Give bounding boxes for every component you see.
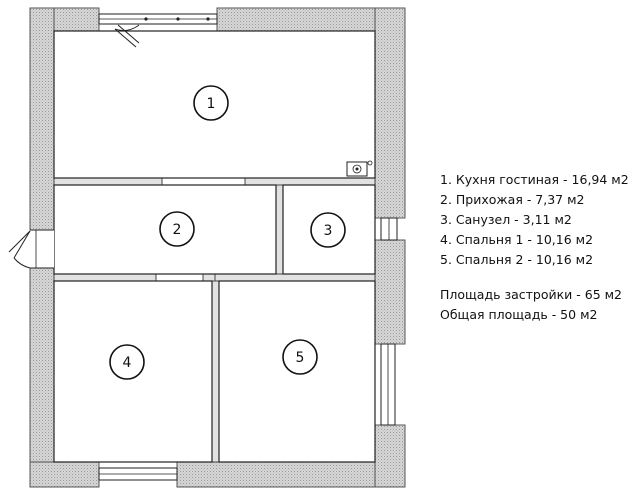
partition-vert-hall-wc <box>275 184 284 278</box>
wall-left-lower <box>29 267 55 488</box>
partition-row2-left <box>53 273 157 282</box>
entrance-door <box>8 229 54 269</box>
partition-row1-left <box>53 177 163 186</box>
wall-right-2 <box>374 239 406 345</box>
room-marker-3: 3 <box>310 212 346 248</box>
wall-bottom-right <box>176 461 406 488</box>
room-marker-4: 4 <box>109 344 145 380</box>
legend-room-2: 2. Прихожая - 7,37 м2 <box>440 192 585 207</box>
legend-room-3: 3. Санузел - 3,11 м2 <box>440 212 572 227</box>
room-legend: 1. Кухня гостиная - 16,94 м2 2. Прихожая… <box>440 170 629 325</box>
wall-left-upper <box>29 7 55 231</box>
room-number: 4 <box>123 355 132 371</box>
wall-right-3 <box>374 424 406 488</box>
room-marker-1: 1 <box>193 85 229 121</box>
partition-row2-right <box>214 273 376 282</box>
room-3-outline <box>282 184 376 275</box>
legend-room-4: 4. Спальня 1 - 10,16 м2 <box>440 232 594 247</box>
room-5-outline <box>218 280 376 463</box>
legend-room-1: 1. Кухня гостиная - 16,94 м2 <box>440 172 629 187</box>
entrance-opening <box>30 230 54 268</box>
room-marker-5: 5 <box>282 339 318 375</box>
wall-bottom-left <box>29 461 100 488</box>
door-swing-icon <box>114 24 140 31</box>
room-markers: 1 2 3 4 5 <box>109 85 346 380</box>
room-4-outline <box>53 280 213 463</box>
room-marker-2: 2 <box>159 211 195 247</box>
doorways <box>157 179 244 280</box>
room-number: 2 <box>173 222 182 238</box>
window-top <box>98 13 218 25</box>
window-bottom <box>98 467 178 481</box>
window-right-wc <box>380 217 398 241</box>
room-number: 5 <box>296 350 305 366</box>
wall-right-1 <box>374 7 406 219</box>
door-swing-icon <box>13 230 31 269</box>
partition-vert-bedrooms <box>211 280 220 463</box>
legend-room-5: 5. Спальня 2 - 10,16 м2 <box>440 252 594 267</box>
partition-row1-right <box>244 177 376 186</box>
window-right-bedroom <box>380 343 396 426</box>
doorway-edges <box>157 177 244 282</box>
room-number: 3 <box>324 223 333 239</box>
doorway-kitchen-hall <box>163 179 244 184</box>
stove-icon <box>346 160 373 177</box>
legend-built-area: Площадь застройки - 65 м2 <box>440 287 623 302</box>
top-door <box>114 24 140 48</box>
room-number: 1 <box>207 96 216 112</box>
legend-total-area: Общая площадь - 50 м2 <box>440 307 598 322</box>
legend-spacer <box>440 270 625 285</box>
doorway-hall-bedrooms <box>157 275 202 280</box>
